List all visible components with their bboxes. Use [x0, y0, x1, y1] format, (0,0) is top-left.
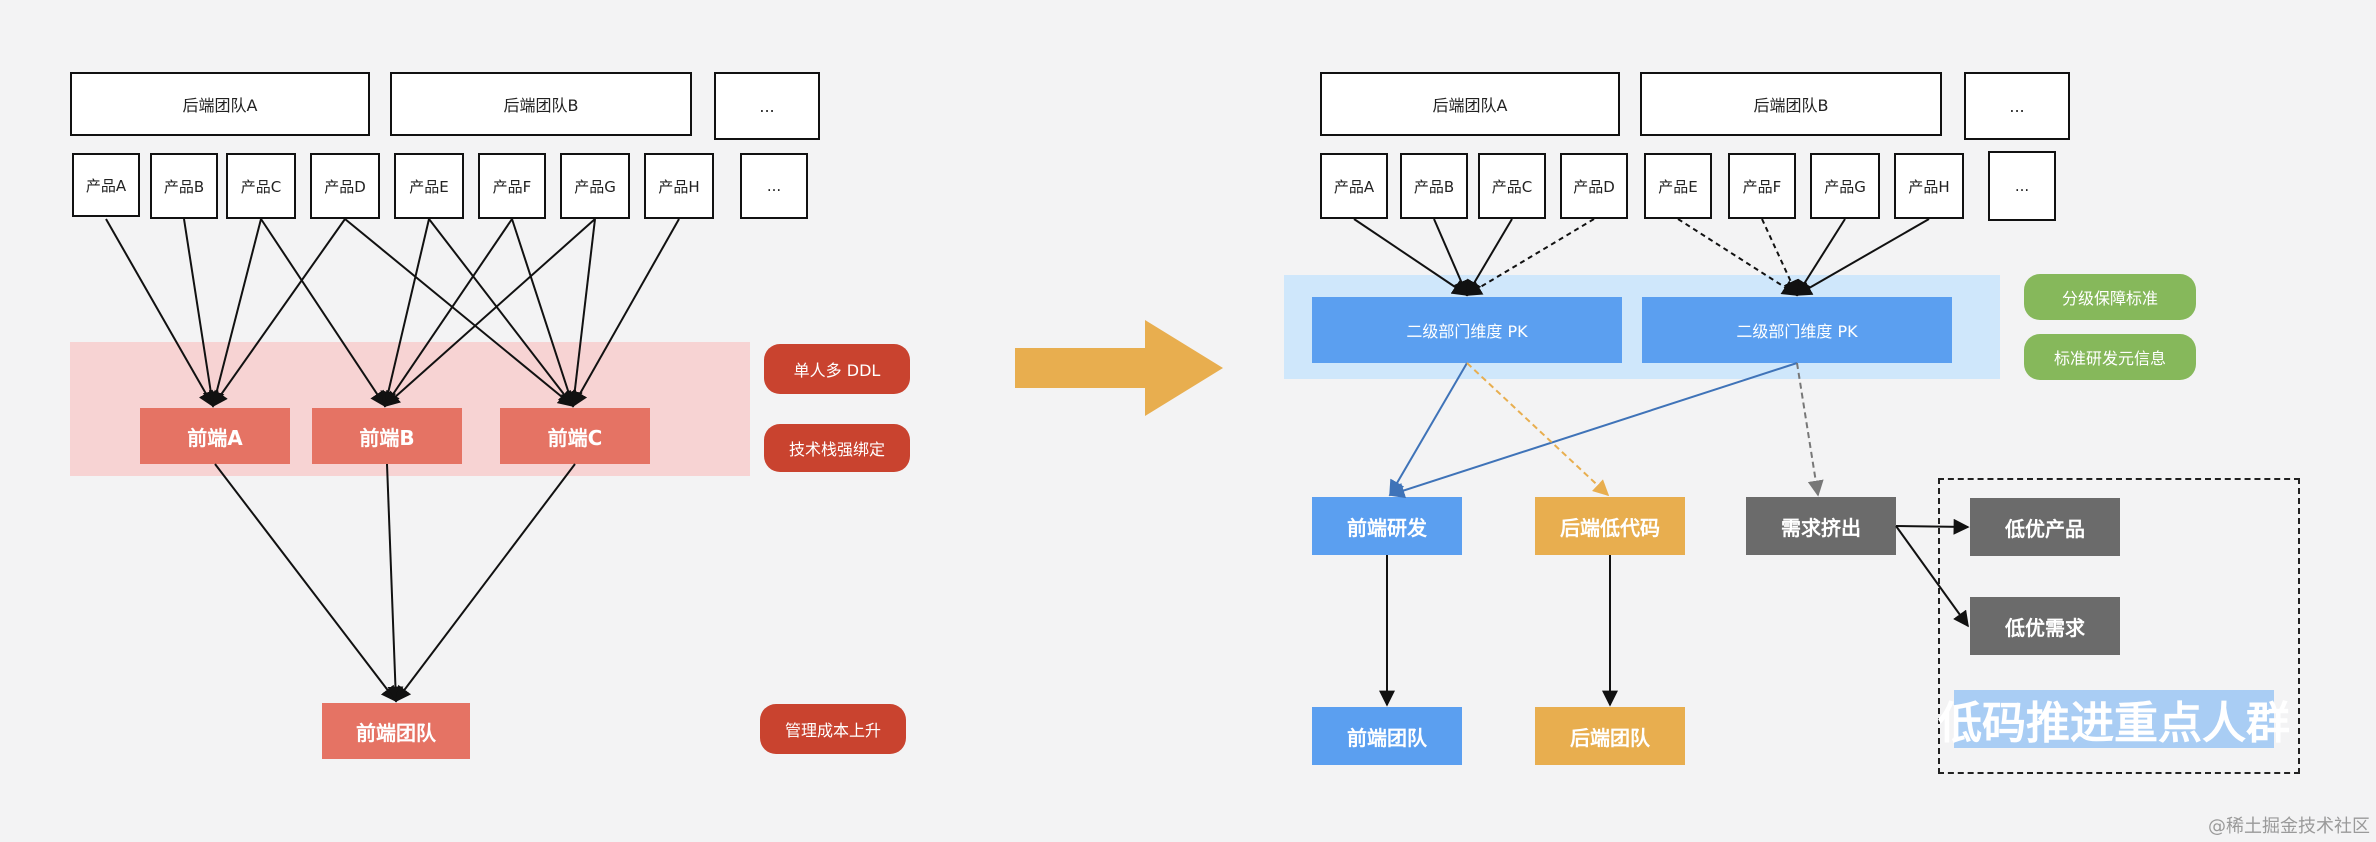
- right-product-h: 产品H: [1894, 153, 1964, 219]
- left-backend-team-b: 后端团队B: [390, 72, 692, 136]
- backend-lowcode: 后端低代码: [1535, 497, 1685, 555]
- left-frontend-b: 前端B: [312, 408, 462, 464]
- right-backend-team-a: 后端团队A: [1320, 72, 1620, 136]
- edge-lc-fa: [208, 218, 262, 408]
- edge-re-pk2: [1677, 218, 1799, 296]
- low-code-target-frame: [1938, 478, 2300, 774]
- left-backend-team-a: 后端团队A: [70, 72, 370, 136]
- frontend-dev: 前端研发: [1312, 497, 1462, 555]
- left-product-b: 产品B: [150, 153, 218, 219]
- right-product-g: 产品G: [1810, 153, 1880, 219]
- left-frontend-a: 前端A: [140, 408, 290, 464]
- right-backend-team-more: ...: [1964, 72, 2070, 140]
- edge-ld-fc: [344, 218, 575, 408]
- low-priority-demand: 低优需求: [1970, 597, 2120, 655]
- tag-standard-metadata: 标准研发元信息: [2024, 334, 2196, 380]
- tag-management-cost: 管理成本上升: [760, 704, 906, 754]
- edge-rh-pk2: [1795, 218, 1930, 296]
- pk-box-1: 二级部门维度 PK: [1312, 297, 1622, 363]
- right-product-b: 产品B: [1400, 153, 1468, 219]
- edge-fa-team: [214, 463, 397, 703]
- left-product-f: 产品F: [478, 153, 546, 219]
- edge-lf-fc: [511, 218, 577, 408]
- right-product-a: 产品A: [1320, 153, 1388, 219]
- left-frontend-c: 前端C: [500, 408, 650, 464]
- edge-la-fa: [105, 218, 214, 408]
- right-product-more: ...: [1988, 151, 2056, 221]
- edge-ld-fa: [212, 218, 346, 408]
- low-code-target-highlight: 低码推进重点人群: [1938, 690, 2290, 749]
- edge-lg-fb: [383, 218, 596, 408]
- edge-rb-pk1: [1433, 218, 1469, 297]
- edge-pk1-belc: [1466, 362, 1610, 497]
- tag-tiered-guarantee: 分级保障标准: [2024, 274, 2196, 320]
- edge-lg-fc: [566, 218, 596, 408]
- edge-pk2-squeeze: [1796, 362, 1824, 497]
- low-priority-product: 低优产品: [1970, 498, 2120, 556]
- transition-arrow-icon: [1015, 320, 1223, 416]
- right-product-f: 产品F: [1728, 153, 1796, 219]
- edge-squeeze-lp-demand: [1895, 525, 1969, 628]
- edge-ra-pk1: [1353, 218, 1469, 296]
- left-product-g: 产品G: [560, 153, 630, 219]
- left-frontend-team: 前端团队: [322, 703, 470, 759]
- edge-fb-team: [386, 463, 404, 703]
- edge-lb-fa: [183, 218, 219, 408]
- right-product-c: 产品C: [1478, 153, 1546, 219]
- pk-box-2: 二级部门维度 PK: [1642, 297, 1952, 363]
- left-product-d: 产品D: [310, 153, 380, 219]
- tag-tech-stack-binding: 技术栈强绑定: [764, 424, 910, 472]
- right-product-d: 产品D: [1560, 153, 1628, 219]
- edge-pk2-fedev: [1388, 362, 1798, 499]
- edge-fc-team: [395, 463, 576, 703]
- left-backend-team-more: ...: [714, 72, 820, 140]
- edge-rc-pk1: [1466, 218, 1513, 297]
- edge-le-fb: [380, 218, 430, 408]
- demand-squeeze: 需求挤出: [1746, 497, 1896, 555]
- left-product-h: 产品H: [644, 153, 714, 219]
- edge-rg-pk2: [1796, 218, 1846, 297]
- edge-lf-fb: [384, 218, 513, 408]
- left-product-more: ...: [740, 153, 808, 219]
- right-product-e: 产品E: [1644, 153, 1712, 219]
- right-backend-team-b: 后端团队B: [1640, 72, 1942, 136]
- edge-le-fc: [428, 218, 574, 408]
- edge-rd-pk1: [1465, 218, 1595, 296]
- watermark: @稀土掘金技术社区: [2208, 816, 2370, 837]
- left-product-c: 产品C: [226, 153, 296, 219]
- tag-multi-ddl: 单人多 DDL: [764, 344, 910, 394]
- right-frontend-team: 前端团队: [1312, 707, 1462, 765]
- edge-pk1-fedev: [1389, 362, 1468, 497]
- right-backend-team: 后端团队: [1535, 707, 1685, 765]
- left-product-a: 产品A: [72, 153, 140, 217]
- edge-lc-fb: [260, 218, 386, 408]
- edge-squeeze-lp-product: [1895, 518, 1970, 535]
- edge-rf-pk2: [1761, 218, 1799, 297]
- left-product-e: 产品E: [394, 153, 464, 219]
- edge-lh-fc: [572, 218, 680, 408]
